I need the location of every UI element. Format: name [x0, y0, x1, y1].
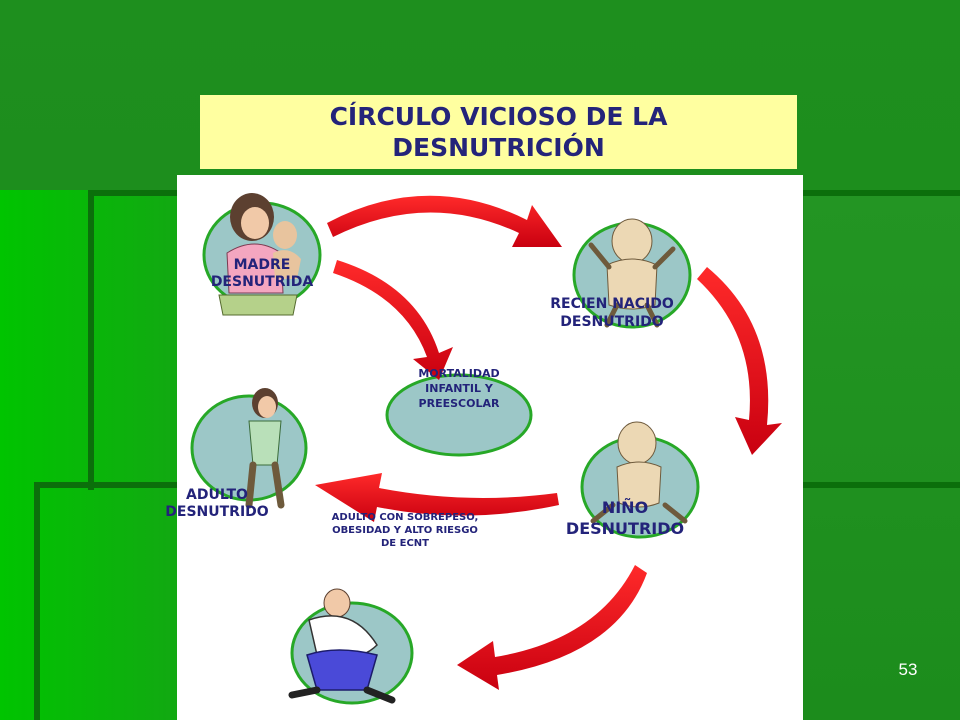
mother-with-baby-icon	[218, 193, 301, 316]
cycle-diagram	[190, 193, 782, 705]
thin-adult-icon	[245, 388, 285, 509]
adulto-label: ADULTO DESNUTRIDO	[165, 487, 269, 520]
background-right-panel	[804, 196, 960, 720]
madre-label: MADRE DESNUTRIDA	[210, 257, 314, 290]
arrow-recien-nacido-to-nino	[697, 267, 782, 455]
background-step-line	[34, 482, 40, 720]
slide-title: CÍRCULO VICIOSO DE LA DESNUTRICIÓN	[329, 102, 668, 162]
nino-label: NIÑO DESNUTRIDO	[565, 498, 685, 538]
diagram-panel: MADRE DESNUTRIDA RECIEN NACIDO DESNUTRID…	[165, 175, 803, 720]
mortalidad-label: MORTALIDAD INFANTIL Y PREESCOLAR	[418, 367, 500, 410]
mortalidad-circle	[385, 373, 533, 457]
page-number: 53	[898, 660, 918, 679]
recien-nacido-label: RECIEN NACIDO DESNUTRIDO	[550, 296, 674, 330]
arrow-nino-to-sobrepeso	[457, 565, 647, 690]
overweight-adult-icon	[288, 588, 396, 704]
cycle-arrows	[315, 195, 782, 690]
arrow-madre-to-mortalidad	[333, 260, 453, 380]
background-step-line	[88, 190, 94, 490]
arrow-madre-to-recien-nacido	[327, 195, 562, 247]
newborn-icon	[588, 218, 676, 328]
title-box: CÍRCULO VICIOSO DE LA DESNUTRICIÓN	[200, 95, 797, 169]
child-icon	[590, 421, 688, 524]
arrow-nino-to-adulto	[315, 473, 559, 522]
sobrepeso-label: ADULTO CON SOBREPESO, OBESIDAD Y ALTO RI…	[331, 512, 479, 549]
